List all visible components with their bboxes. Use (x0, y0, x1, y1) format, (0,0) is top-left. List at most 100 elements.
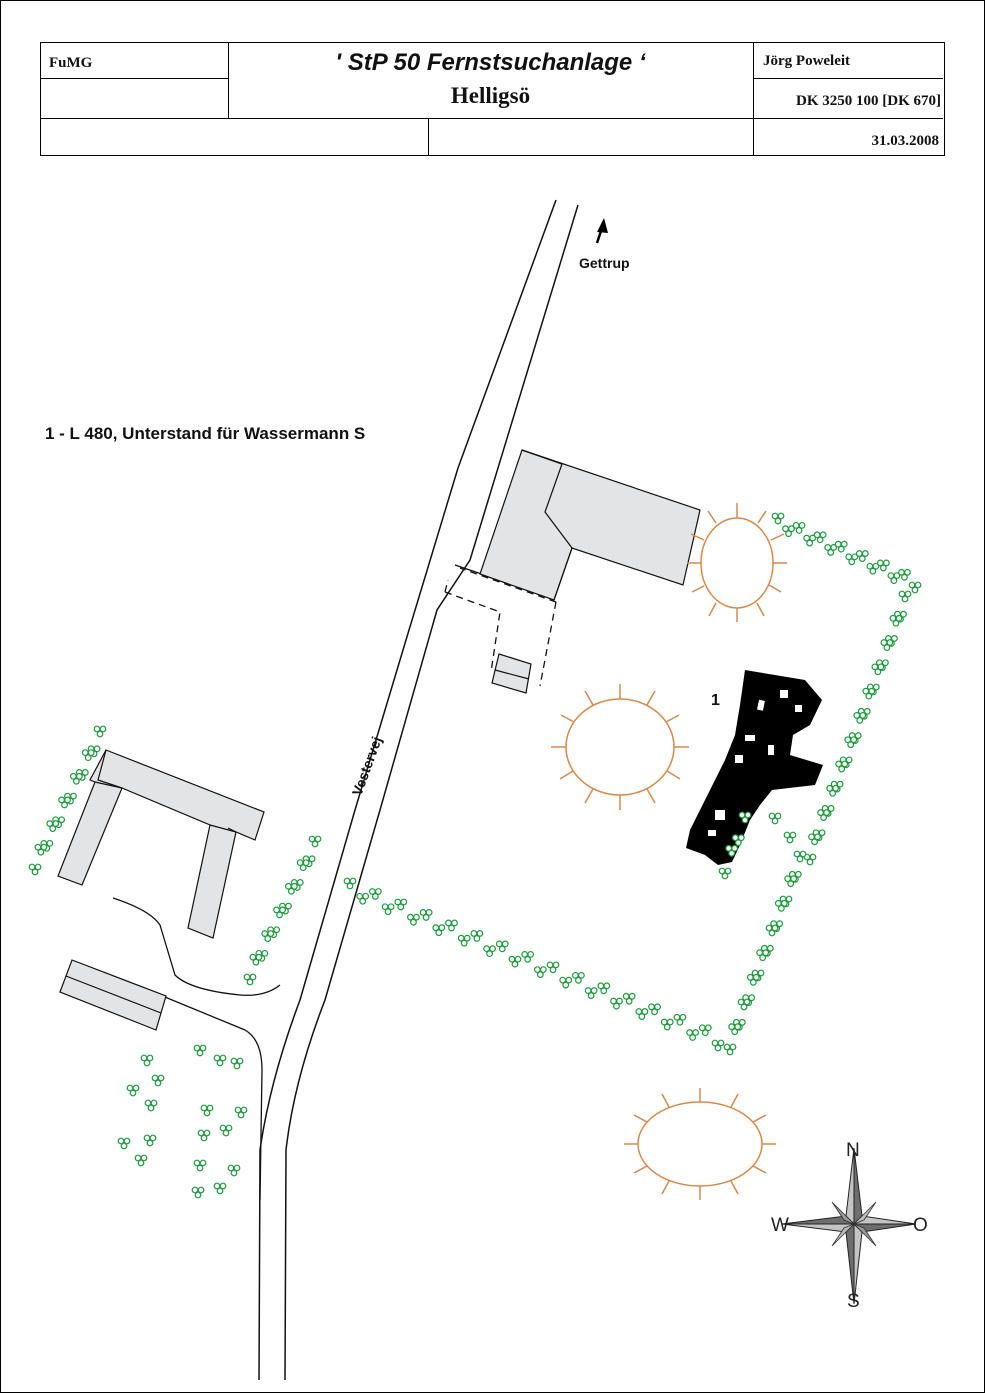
hedge-tree (635, 1008, 649, 1020)
hedge-tree (521, 950, 535, 963)
map-title: ' StP 50 Fernstsuchanlage ‘ (335, 49, 646, 76)
hedge-tree (782, 525, 795, 538)
hedge-tree (686, 1029, 700, 1041)
orchard-tree (193, 1044, 207, 1057)
hedge-tree (698, 1024, 712, 1037)
hedge-tree (58, 796, 71, 809)
hedge-tree (470, 930, 484, 942)
hedge-tree (817, 809, 830, 821)
hedge-tree (756, 949, 770, 962)
compass-south: S (847, 1291, 860, 1312)
hedge-tree (853, 712, 867, 724)
hedge-tree (876, 559, 890, 572)
hedge-tree (784, 875, 798, 888)
map-reference: DK 3250 100 [DK 670] (796, 93, 941, 109)
bomb-craters (551, 503, 787, 1200)
hedge-tree (394, 898, 408, 911)
hedge-tree (765, 924, 779, 937)
hedge-tree (572, 971, 585, 984)
hedge-tree (834, 540, 848, 553)
lane (159, 994, 263, 1201)
hedge-tree (826, 784, 840, 797)
orchard-tree (219, 1124, 233, 1137)
hedge-tree (457, 934, 471, 947)
orchard-tree (126, 1084, 140, 1097)
hedge-tree (432, 924, 446, 937)
hedge-tree (381, 903, 395, 916)
hedge-tree (546, 961, 560, 974)
hedge-tree (419, 909, 433, 921)
hedge-tree (731, 834, 745, 847)
hedge-tree (898, 568, 911, 581)
driveway (112, 897, 281, 996)
hedge-tree (495, 940, 509, 953)
bunker-number-label: 1 (711, 692, 720, 709)
hedge-tree (308, 835, 322, 848)
hedge-tree (93, 725, 107, 738)
hedge-tree (648, 1003, 661, 1016)
hedge-tree (738, 811, 752, 824)
hedge-tree (249, 953, 263, 966)
orchard-tree (143, 1134, 157, 1147)
hedge-tree (445, 919, 458, 932)
author-label: Jörg Poweleit (763, 53, 851, 69)
orchard-tree (197, 1129, 211, 1142)
title-block: FuMG ' StP 50 Fernstsuchanlage ‘ Helligs… (40, 42, 945, 156)
compass-west: W (771, 1215, 789, 1236)
compass-north: N (846, 1140, 860, 1161)
legend-item: 1 - L 480, Unterstand für Wassermann S (45, 424, 366, 443)
hedge-tree (845, 553, 859, 566)
org-label: FuMG (49, 55, 93, 71)
hedge-tree (793, 850, 807, 863)
hedge-tree (803, 853, 817, 866)
hedge-tree (407, 913, 420, 926)
hedge-tree (835, 760, 849, 773)
hedge-tree (783, 831, 797, 844)
hedge-tree (898, 590, 912, 603)
direction-arrow (595, 218, 608, 244)
hedge-tree (774, 899, 788, 912)
orchard-tree (213, 1054, 227, 1067)
hedge-tree (28, 863, 42, 876)
orchard-tree (191, 1186, 205, 1199)
hedge-tree (508, 955, 522, 968)
hedge-tree (69, 772, 83, 785)
orchard-tree (193, 1159, 207, 1172)
orchard-tree (234, 1106, 248, 1119)
hedge-tree (673, 1013, 687, 1026)
road-vestervej (258, 199, 579, 1381)
hedge-tree (711, 1039, 725, 1052)
compass-rose (781, 1147, 917, 1305)
orchard-tree (230, 1057, 244, 1070)
orchard-tree (213, 1182, 227, 1195)
hedge-tree (887, 572, 901, 585)
hedge-tree (533, 966, 547, 979)
tree-hedges (28, 512, 922, 1199)
date-label: 31.03.2008 (871, 133, 940, 149)
hedge-tree (768, 812, 782, 825)
hedge-tree (34, 843, 48, 856)
hedge-tree (737, 998, 751, 1011)
hedge-tree (343, 877, 357, 890)
hedge-tree (273, 906, 286, 919)
hedge-tree (855, 550, 869, 562)
orchard-tree (134, 1154, 148, 1167)
hedge-tree (725, 844, 739, 857)
bunker-l480 (686, 670, 823, 865)
farm-buildings (57, 449, 701, 1031)
orchard-tree (151, 1074, 165, 1087)
hedge-tree (746, 973, 760, 986)
hedge-tree (296, 859, 310, 872)
orchard-tree (200, 1104, 214, 1117)
hedge-tree (81, 749, 95, 762)
orchard-tree (144, 1099, 158, 1112)
direction-label-gettrup: Gettrup (579, 255, 630, 271)
hedge-tree (866, 562, 880, 575)
hedge-tree (622, 992, 636, 1005)
hedge-tree (261, 930, 275, 942)
hedge-tree (808, 833, 821, 846)
compass-star-icon (781, 1147, 917, 1305)
hedge-tree (483, 945, 496, 958)
compass-east: O (913, 1215, 928, 1236)
map-subtitle: Helligsö (450, 83, 531, 108)
